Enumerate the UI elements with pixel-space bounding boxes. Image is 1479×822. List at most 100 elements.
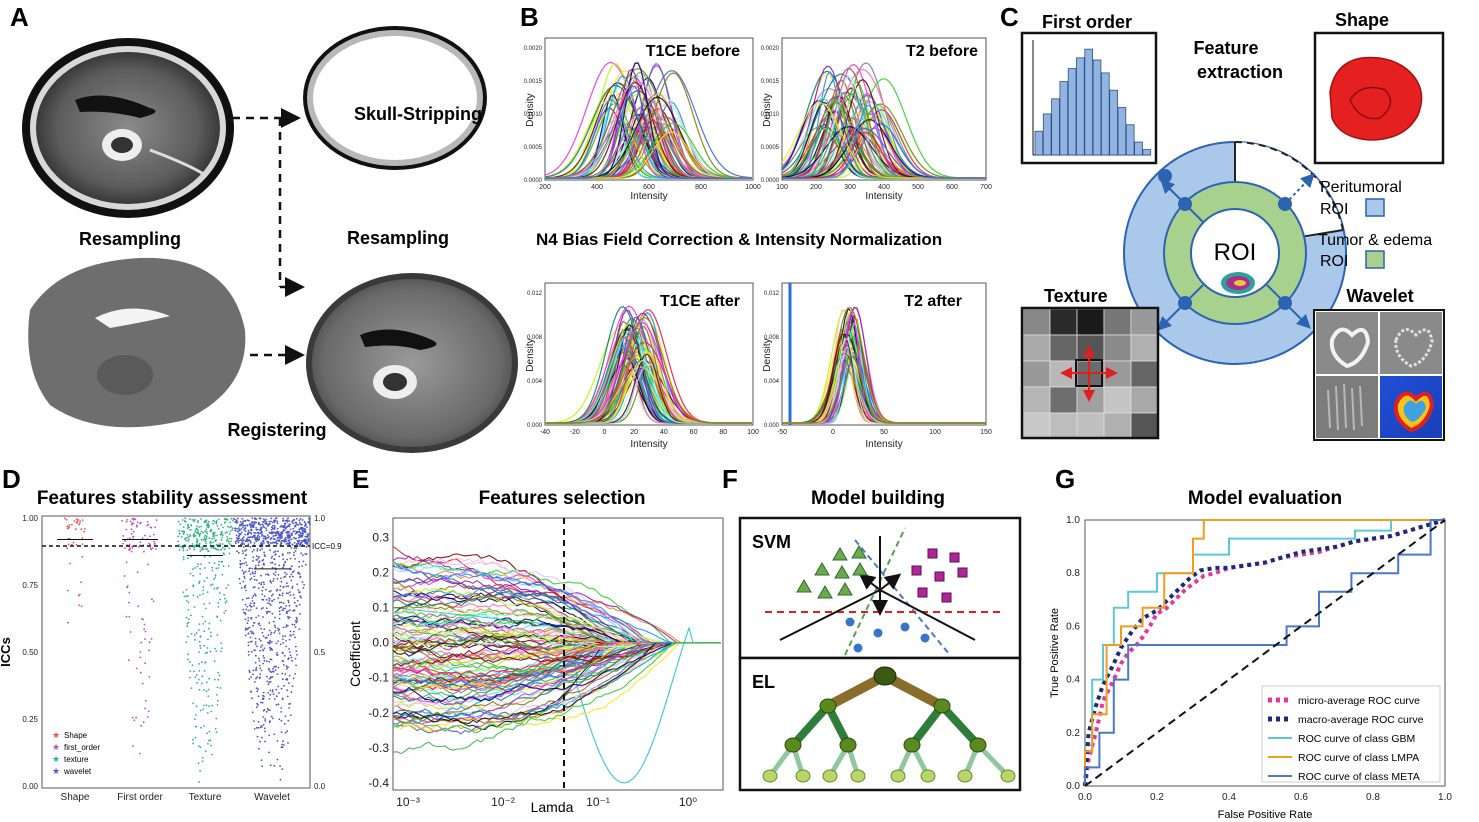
icc-point xyxy=(281,746,283,748)
icc-point xyxy=(277,550,279,553)
label-skull-stripping: Skull-Stripping xyxy=(354,104,482,124)
icc-point xyxy=(261,726,263,728)
y-tick-label: 0.8 xyxy=(1066,568,1080,579)
icc-point xyxy=(192,574,195,577)
y-tick-label: 0.0010 xyxy=(524,112,543,118)
icc-point xyxy=(268,543,271,546)
icc-point xyxy=(224,601,227,604)
icc-point xyxy=(239,566,242,569)
label-shape: Shape xyxy=(1335,10,1389,30)
icc-point xyxy=(262,635,265,637)
y-tick-label: -0.4 xyxy=(368,776,389,790)
icc-point xyxy=(275,665,277,668)
icc-point xyxy=(252,556,255,559)
icc-point xyxy=(182,558,185,561)
label-wavelet: Wavelet xyxy=(1346,286,1413,306)
icc-point xyxy=(269,542,272,544)
icc-point xyxy=(192,742,195,745)
texture-cell xyxy=(1076,334,1105,362)
icc-point xyxy=(276,695,278,698)
icc-point xyxy=(241,569,244,572)
icc-point xyxy=(299,523,302,526)
icc-point xyxy=(182,591,185,594)
icc-point xyxy=(136,571,139,574)
ylabel-t2-after: Density xyxy=(762,338,773,371)
icc-point xyxy=(266,612,268,615)
icc-point xyxy=(206,532,209,535)
icc-point xyxy=(261,540,264,543)
icc-point xyxy=(125,615,128,618)
icc-point xyxy=(227,565,230,567)
icc-point xyxy=(209,650,212,653)
icc-point xyxy=(247,597,250,599)
icc-point xyxy=(191,664,194,667)
y-tick-label: -0.2 xyxy=(368,706,389,720)
texture-cell xyxy=(1130,360,1159,388)
icc-point xyxy=(197,678,200,681)
icc-point xyxy=(264,555,266,558)
icc-point xyxy=(254,661,257,664)
coefficient-path xyxy=(392,633,721,657)
x-tick-label: 200 xyxy=(810,184,822,191)
legend-label: macro-average ROC curve xyxy=(1298,714,1424,726)
icc-point xyxy=(128,549,131,551)
icc-point xyxy=(271,689,274,691)
x-tick-label: 0.2 xyxy=(1150,792,1164,803)
icc-point xyxy=(263,657,265,659)
legend-label: first_order xyxy=(64,743,100,752)
icc-point xyxy=(177,520,180,523)
icc-point xyxy=(194,736,197,739)
icc-point xyxy=(296,540,299,542)
icc-point xyxy=(300,596,302,599)
icc-point xyxy=(191,543,194,545)
x-tick-label: 50 xyxy=(880,429,888,436)
icc-point xyxy=(268,669,270,671)
icc-point xyxy=(248,626,251,629)
label-svm: SVM xyxy=(752,532,791,552)
icc-point xyxy=(151,547,154,550)
icc-point xyxy=(247,632,250,635)
icc-point xyxy=(256,676,258,679)
icc-point xyxy=(212,533,214,535)
coefficient-path xyxy=(392,560,721,644)
icc-point xyxy=(286,624,289,627)
icc-point xyxy=(308,522,311,525)
icc-point xyxy=(270,631,273,634)
icc-point xyxy=(244,618,247,621)
icc-point xyxy=(266,534,269,536)
icc-point xyxy=(195,705,198,708)
icc-point xyxy=(138,545,140,548)
icc-point xyxy=(205,519,208,522)
xlabel-t1ce-after: Intensity xyxy=(630,439,667,450)
title-model-building: Model building xyxy=(811,488,945,509)
icc-point xyxy=(187,658,189,661)
icc-point xyxy=(288,591,291,593)
icc-point xyxy=(299,542,302,545)
icc-point xyxy=(183,595,186,598)
icc-point xyxy=(257,695,260,698)
icc-point xyxy=(280,601,283,604)
icc-point xyxy=(288,575,291,578)
icc-point xyxy=(295,664,297,667)
icc-point xyxy=(293,554,295,556)
y-tick-label: 0.000 xyxy=(527,423,543,429)
icc-point xyxy=(129,547,131,550)
icc-point xyxy=(202,593,204,595)
icc-point xyxy=(262,607,264,609)
x-tick-label: 1000 xyxy=(745,184,761,191)
icc-point xyxy=(287,615,289,618)
icc-point xyxy=(263,526,265,529)
icc-point xyxy=(241,537,244,540)
icc-point xyxy=(272,572,275,575)
icc-point xyxy=(216,616,219,619)
icc-point xyxy=(294,645,297,648)
icc-point xyxy=(294,601,296,604)
icc-point xyxy=(286,534,289,536)
icc-point xyxy=(302,554,304,556)
icc-point xyxy=(148,543,151,546)
icc-point xyxy=(263,583,265,586)
icc-point xyxy=(206,651,209,654)
icc-point xyxy=(215,521,218,524)
icc-point xyxy=(242,520,244,523)
